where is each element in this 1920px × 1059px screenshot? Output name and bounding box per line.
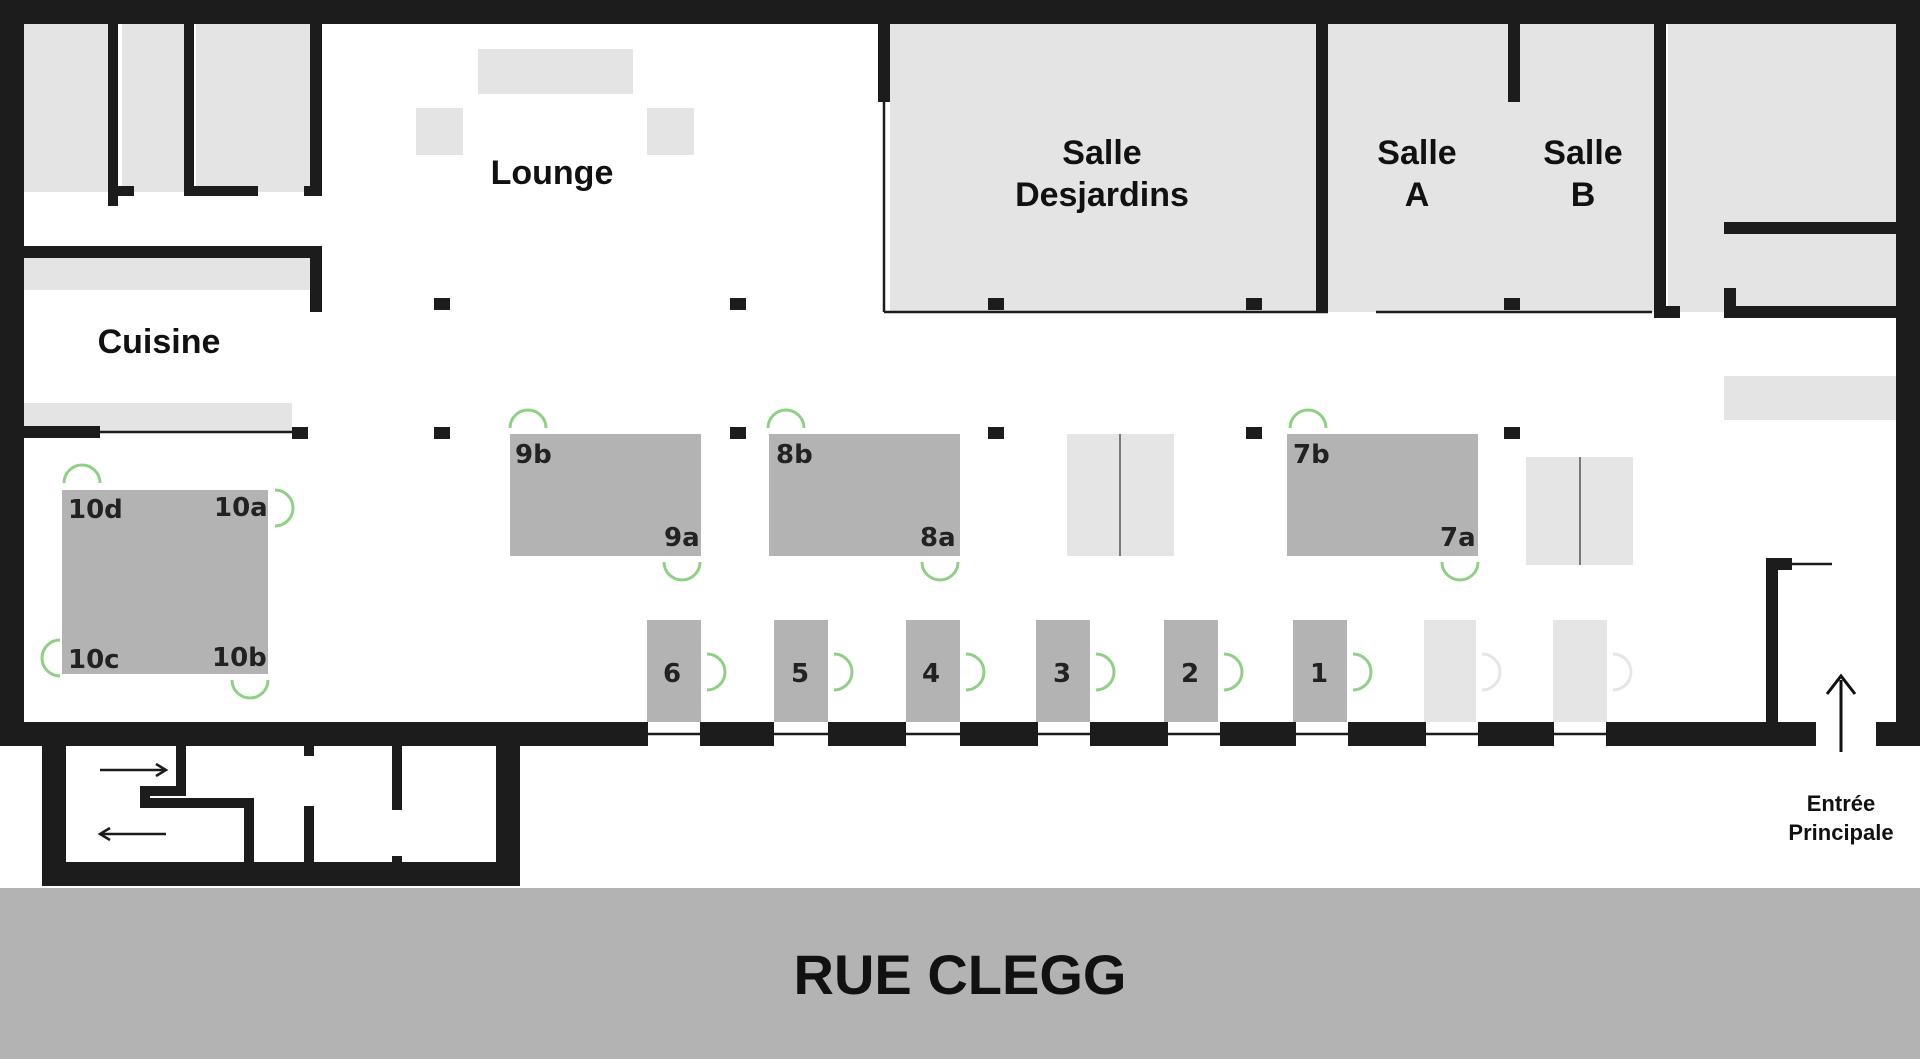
salle-desjardins-area: [890, 24, 1320, 312]
unnumbered-small-table-a: [1424, 620, 1502, 722]
table-label-10b: 10b: [212, 643, 267, 673]
table-label-4: 4: [922, 659, 940, 689]
unnumbered-table-a: [1067, 434, 1174, 556]
table-label-2: 2: [1181, 659, 1199, 689]
table-label-10a: 10a: [214, 493, 268, 523]
table-label-8a: 8a: [920, 523, 956, 553]
table-label-9a: 9a: [664, 523, 700, 553]
table-8[interactable]: 8b 8a: [766, 408, 960, 582]
table-label-6: 6: [663, 659, 681, 689]
street: [0, 888, 1920, 1059]
entrance-label-line2: Principale: [1788, 820, 1893, 845]
table-5[interactable]: 5: [774, 620, 854, 722]
room-label-salle-b-line2: B: [1571, 176, 1596, 214]
entrance-marker: Entrée Principale: [1788, 673, 1894, 845]
table-label-9b: 9b: [515, 440, 552, 470]
table-6[interactable]: 6: [647, 620, 727, 722]
table-2[interactable]: 2: [1164, 620, 1244, 722]
room-label-salle-a-line2: A: [1405, 176, 1430, 214]
table-label-5: 5: [791, 659, 809, 689]
lounge-sofa: [478, 49, 633, 94]
table-10[interactable]: 10d 10a 10c 10b: [40, 463, 295, 700]
room-label-desjardins-line2: Desjardins: [1015, 176, 1189, 214]
walls: [0, 0, 1920, 886]
table-label-8b: 8b: [776, 440, 813, 470]
room-label-salle-b-line1: Salle: [1543, 134, 1622, 172]
room-label-cuisine: Cuisine: [98, 323, 221, 361]
table-label-3: 3: [1053, 659, 1071, 689]
salle-a-b-area: [1328, 24, 1654, 312]
table-label-10c: 10c: [68, 645, 120, 675]
entrance-label-line1: Entrée: [1807, 791, 1875, 816]
table-9[interactable]: 9b 9a: [508, 408, 702, 582]
lounge-chair-left: [416, 108, 463, 155]
table-label-7b: 7b: [1293, 440, 1330, 470]
room-label-desjardins-line1: Salle: [1062, 134, 1141, 172]
room-label-salle-a-line1: Salle: [1377, 134, 1456, 172]
flow-arrows: [97, 762, 169, 842]
unnumbered-table-b: [1526, 457, 1633, 565]
lounge-chair-right: [647, 108, 694, 155]
street-label: RUE CLEGG: [794, 943, 1127, 1006]
table-3[interactable]: 3: [1036, 620, 1116, 722]
table-label-7a: 7a: [1440, 523, 1476, 553]
room-fills: [24, 24, 1896, 431]
table-label-10d: 10d: [68, 495, 123, 525]
table-7[interactable]: 7b 7a: [1287, 408, 1480, 582]
room-label-lounge: Lounge: [491, 154, 614, 192]
table-label-1: 1: [1310, 659, 1328, 689]
unnumbered-small-table-b: [1553, 620, 1633, 722]
table-1[interactable]: 1: [1293, 620, 1373, 722]
table-4[interactable]: 4: [906, 620, 986, 722]
